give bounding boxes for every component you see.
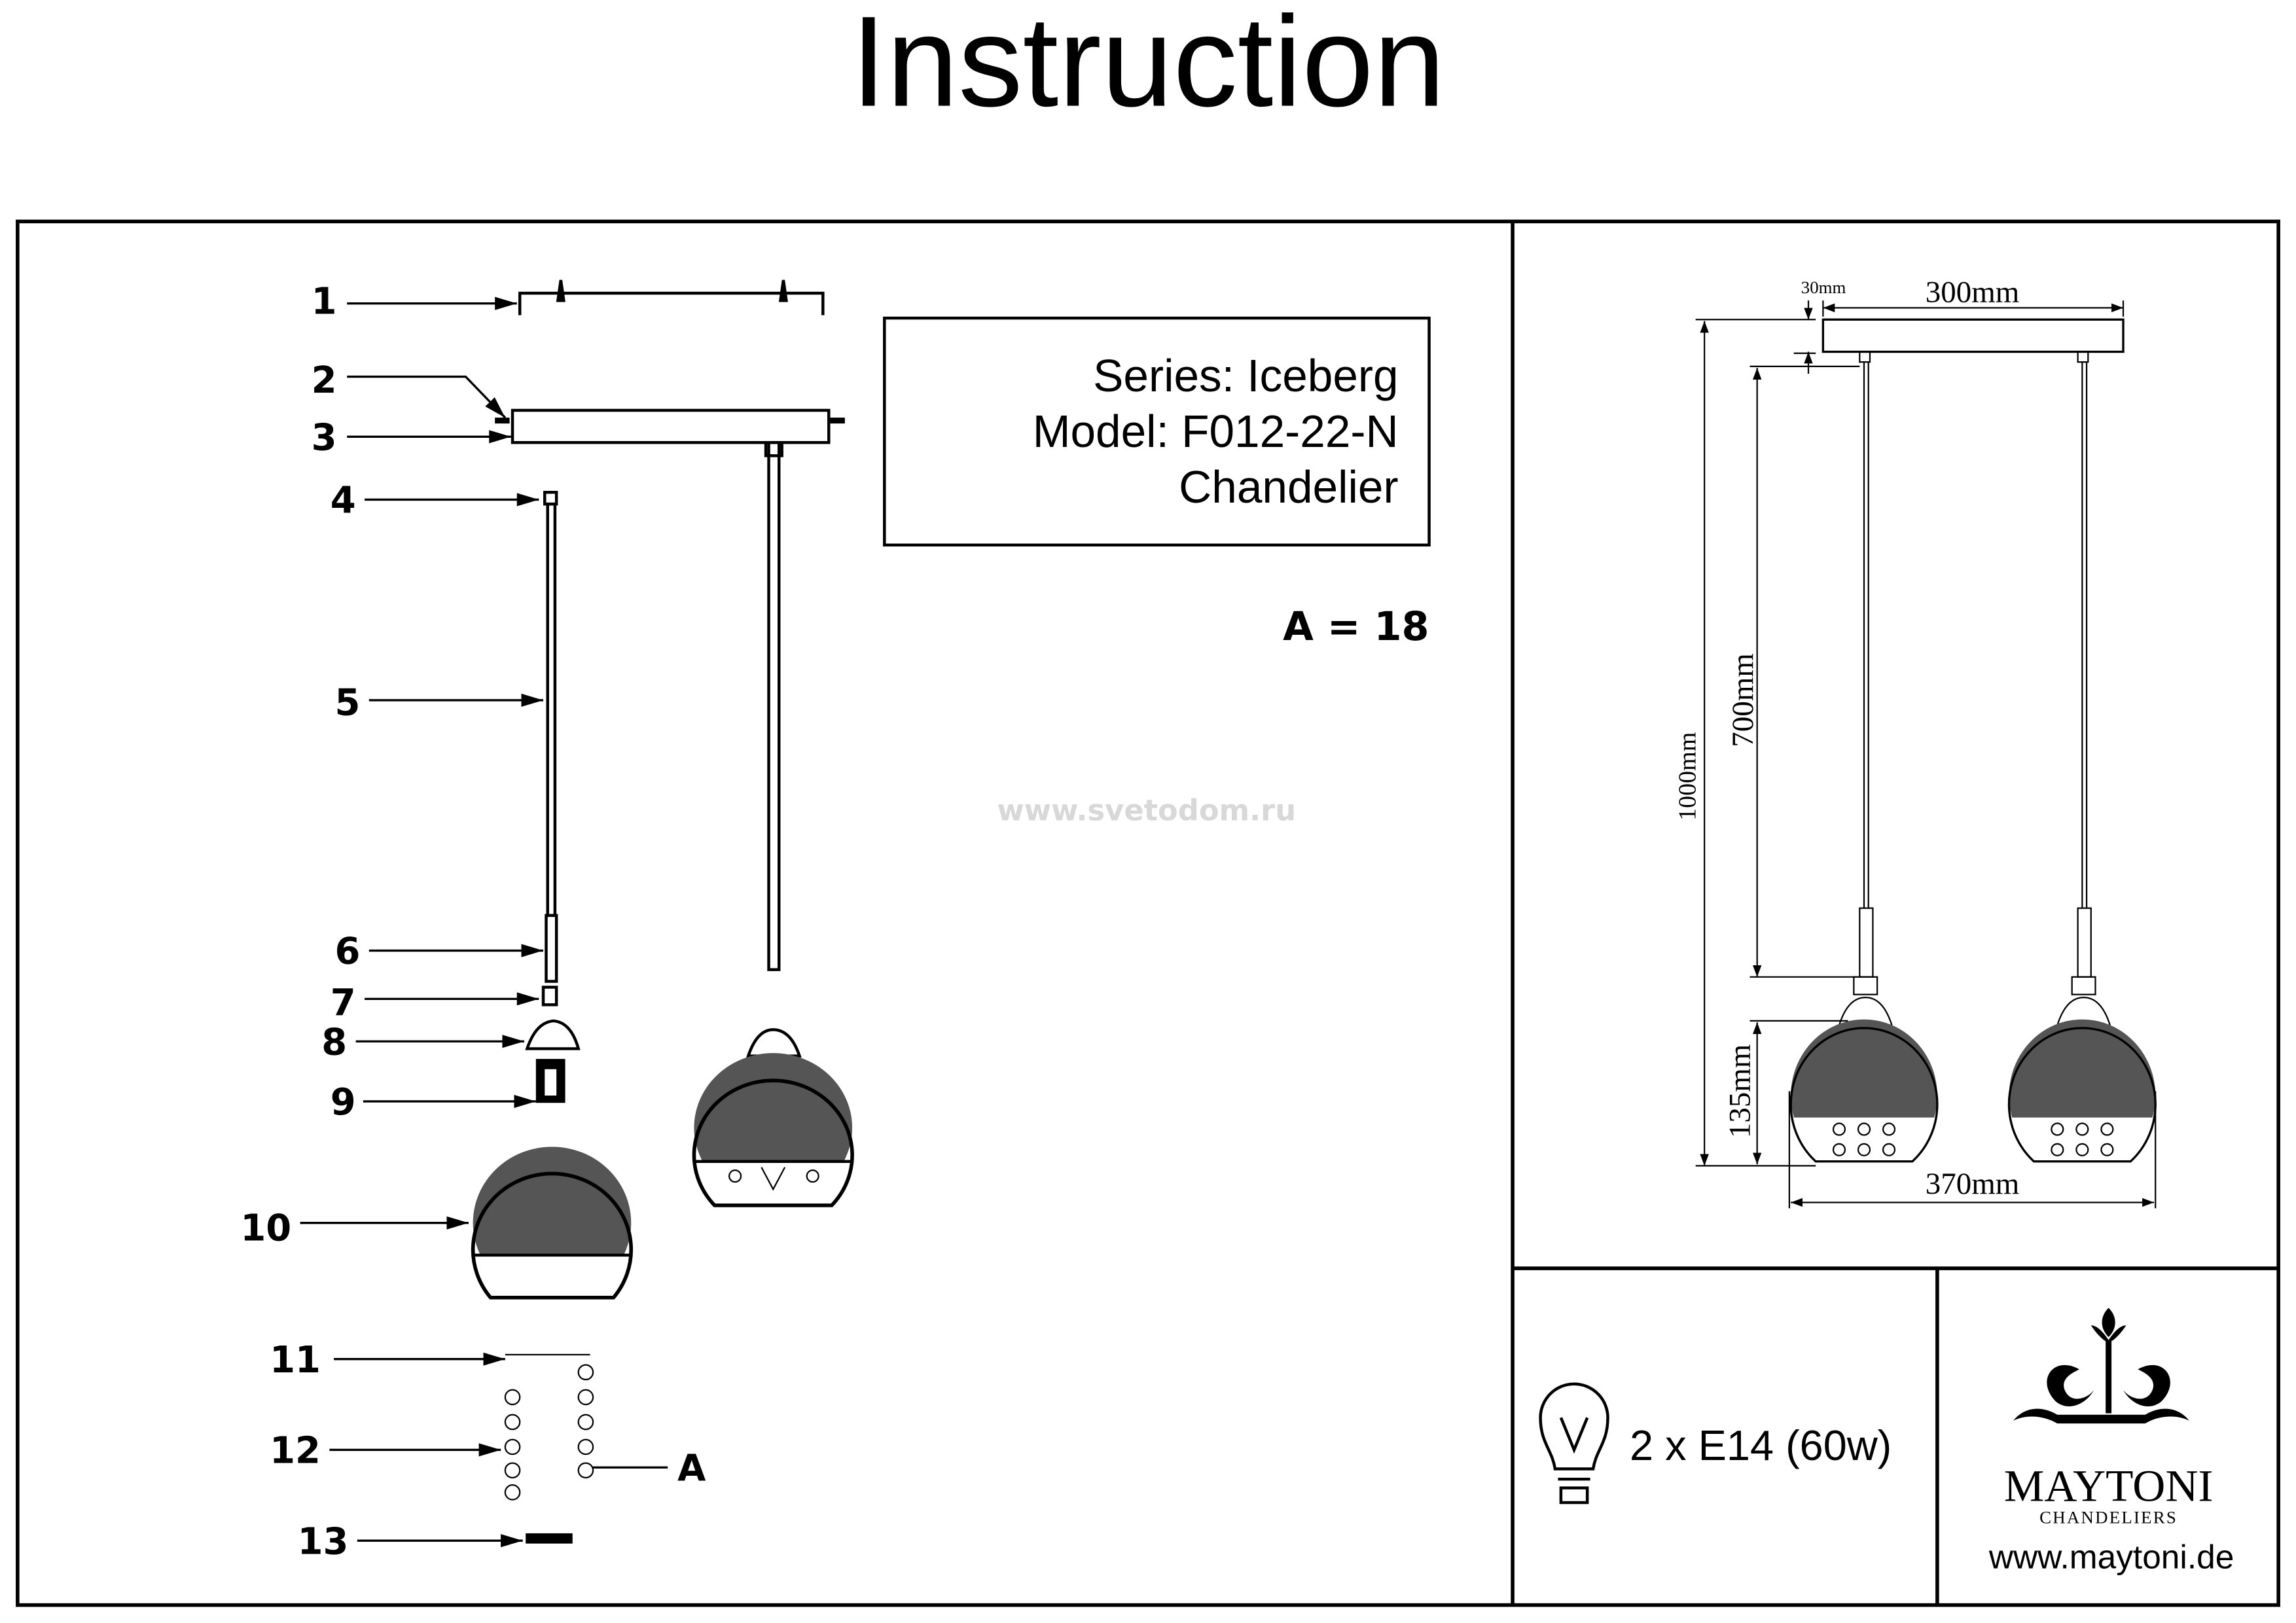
dim-total-height: 1000mm: [1674, 732, 1702, 821]
maytoni-logo-icon: [2013, 1308, 2189, 1424]
rod: [546, 502, 557, 918]
leader-arrows: [300, 296, 544, 1548]
part-label-5: 5: [334, 681, 360, 724]
bulb-spec: 2 x E14 (60w): [1630, 1421, 1892, 1469]
part-label-2: 2: [312, 359, 337, 402]
brand-tagline: CHANDELIERS: [2039, 1507, 2178, 1527]
mounting-bracket: [518, 291, 825, 315]
part-label-3: 3: [312, 416, 337, 459]
assembled-shade: [694, 1053, 853, 1162]
socket-cap: [525, 1019, 581, 1050]
watermark: www.svetodom.ru: [997, 793, 1296, 827]
dimension-labels: 30mm 300mm 1000mm 700mm 135mm 370mm: [1674, 275, 2020, 1200]
part-label-8: 8: [321, 1021, 347, 1063]
canopy-outline: [1821, 318, 2125, 353]
dimension-drawing: [1695, 300, 2157, 1209]
tube: [545, 914, 558, 983]
part-label-11: 11: [270, 1339, 321, 1382]
exploded-parts: [471, 279, 854, 1544]
part-label-6: 6: [334, 931, 360, 973]
nut: [541, 986, 558, 1007]
part-label-1: 1: [312, 280, 337, 323]
part-label-12: 12: [270, 1430, 321, 1472]
shade-part: [473, 1147, 632, 1255]
part-label-13: 13: [298, 1520, 349, 1563]
crystal-count: A = 18: [1283, 604, 1429, 650]
series-text: Series: Iceberg: [1093, 350, 1398, 401]
dim-canopy-height: 30mm: [1801, 277, 1846, 297]
brand-name: MAYTONI: [2004, 1461, 2214, 1512]
dim-canopy-width: 300mm: [1926, 275, 2020, 309]
dim-shade-height: 135mm: [1723, 1044, 1757, 1139]
light-bulb-icon: [1539, 1382, 1609, 1505]
brand-url[interactable]: www.maytoni.de: [1988, 1538, 2234, 1576]
dim-rod-length: 700mm: [1726, 653, 1760, 747]
assembled-rod: [767, 440, 781, 971]
info-box: Series: Iceberg Model: F012-22-N Chandel…: [883, 316, 1431, 547]
crystal-chains: [504, 1364, 594, 1501]
dim-total-width: 370mm: [1926, 1167, 2020, 1201]
page-title: Instruction: [851, 0, 1445, 134]
part-label-9: 9: [331, 1081, 356, 1124]
type-text: Chandelier: [1179, 461, 1398, 512]
rod-cap: [543, 491, 558, 506]
part-labels: 1 2 3 4 5 6 7 8 9 10 11 12 13 A: [240, 280, 706, 1563]
bracket-screws: [556, 279, 788, 302]
part-label-4: 4: [331, 480, 356, 522]
part-label-7: 7: [331, 982, 356, 1024]
model-text: Model: F012-22-N: [1033, 406, 1399, 457]
frame: [16, 219, 2280, 1607]
crystal-label: A: [677, 1447, 706, 1489]
crystals-small: [1832, 1122, 2114, 1156]
screw-part: [526, 1533, 573, 1544]
canopy-part: [511, 408, 831, 444]
part-label-10: 10: [240, 1207, 291, 1250]
